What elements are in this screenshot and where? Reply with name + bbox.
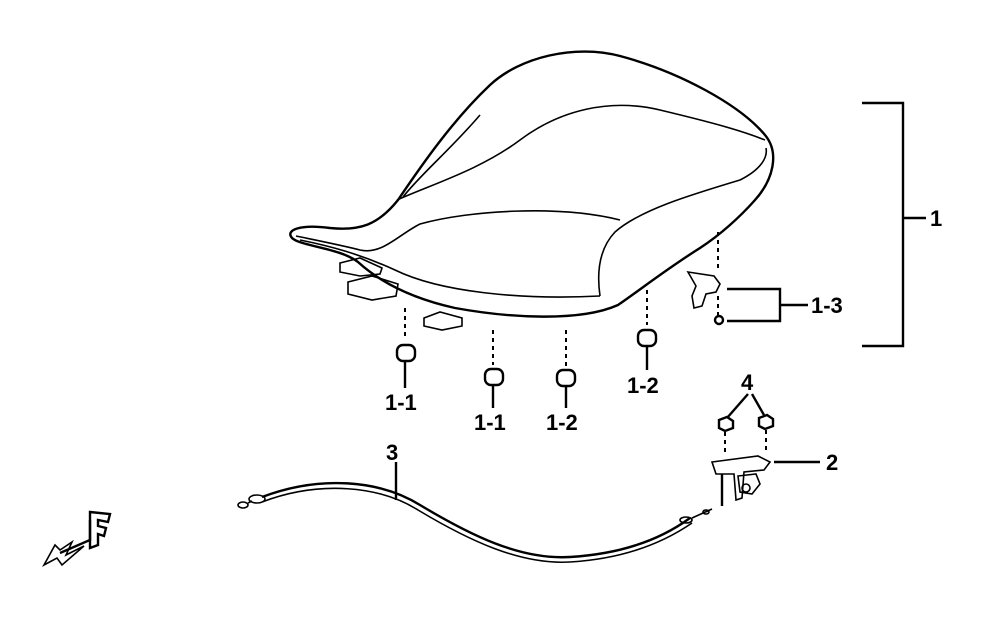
seat-lock-cable: 3 <box>237 440 713 564</box>
callout-bracket-1: 1 <box>862 101 942 348</box>
seat-lock: 2 <box>710 450 838 506</box>
callout-1-2-mid: 1-2 <box>546 410 578 435</box>
cushion-1-2-mid: 1-2 <box>546 330 578 435</box>
seat-hook: 1-3 <box>686 232 843 326</box>
callout-1-1-left: 1-1 <box>385 390 417 415</box>
callout-1: 1 <box>930 206 942 231</box>
callout-4: 4 <box>741 370 754 395</box>
callout-2: 2 <box>826 450 838 475</box>
cushion-1-2-right: 1-2 <box>627 290 659 398</box>
callout-1-1-center: 1-1 <box>474 410 506 435</box>
bolts: 4 <box>717 370 775 455</box>
seat-body <box>289 50 775 318</box>
callout-3: 3 <box>386 440 398 465</box>
seat-mount-tabs <box>339 257 463 331</box>
callout-1-2-right: 1-2 <box>627 373 659 398</box>
callout-1-3: 1-3 <box>811 293 843 318</box>
cushion-1-1-center: 1-1 <box>474 330 506 435</box>
front-direction-mark: F <box>41 510 112 567</box>
cushion-1-1-left: 1-1 <box>385 308 417 415</box>
